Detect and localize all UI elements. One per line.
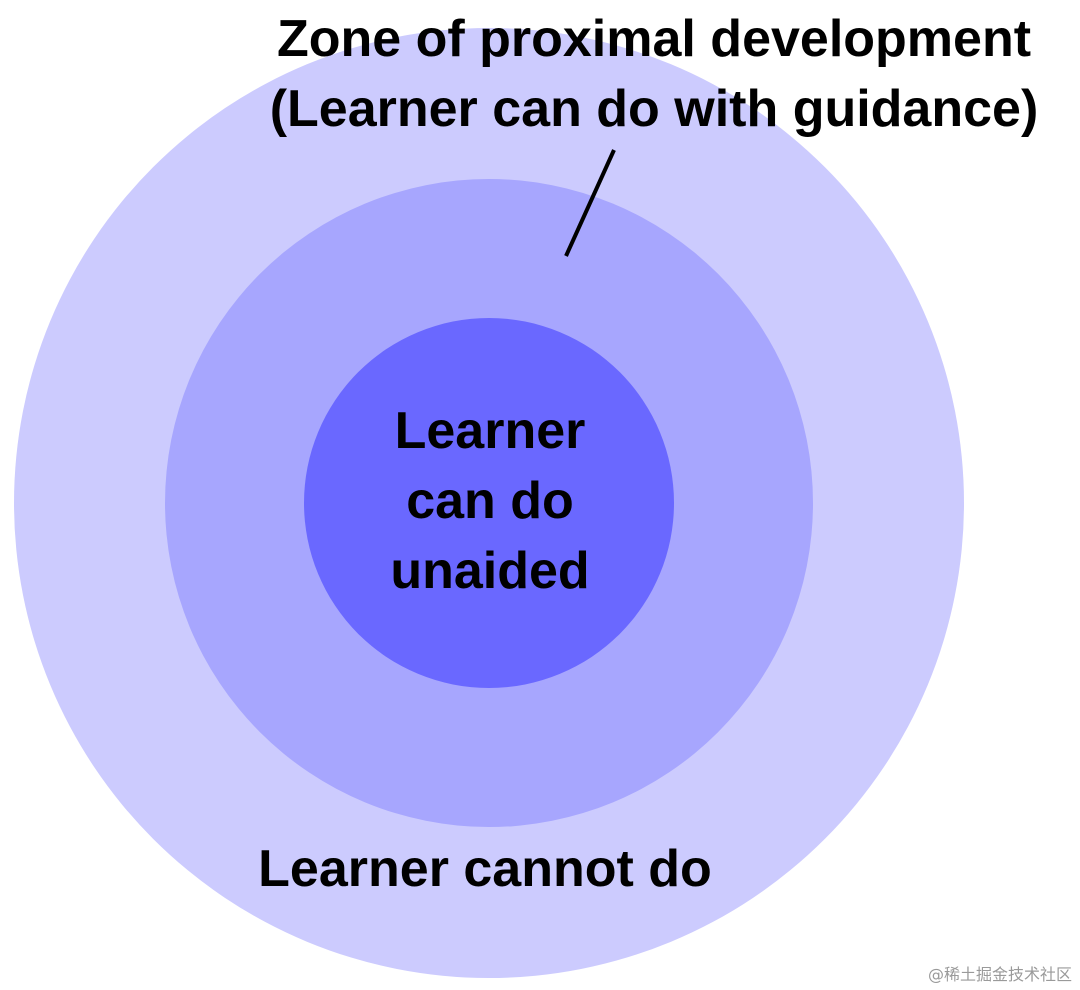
inner-label-line3: unaided [390,542,589,600]
watermark: @稀土掘金技术社区 [928,965,1072,984]
inner-label-line1: Learner [395,402,586,460]
zpd-label-line2: (Learner can do with guidance) [270,80,1039,138]
inner-label-line2: can do [406,472,574,530]
outer-label: Learner cannot do [258,840,712,898]
inner-circle-unaided [304,318,674,688]
zpd-label-line1: Zone of proximal development [277,10,1031,68]
zpd-leader-line [564,149,616,257]
